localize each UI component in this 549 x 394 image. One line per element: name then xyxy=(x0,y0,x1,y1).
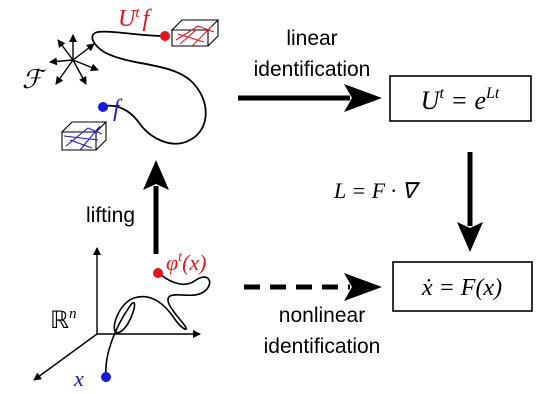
x-point xyxy=(101,372,111,382)
lifting-arrow xyxy=(143,160,169,254)
koopman-equation: Ut = eLt xyxy=(421,85,500,115)
nonlinear-identification-arrow xyxy=(244,273,382,301)
state-trajectory xyxy=(105,273,211,377)
lifting-label: lifting xyxy=(86,204,135,227)
dynamics-box xyxy=(392,261,533,312)
cube-icon-top xyxy=(170,19,220,47)
Utf-point xyxy=(160,31,170,41)
x-label: x xyxy=(73,366,84,391)
f-point xyxy=(98,102,108,112)
generator-equation: L = F · ∇ xyxy=(333,178,421,203)
generator-arrow xyxy=(457,152,483,252)
koopman-operator-box xyxy=(389,75,532,122)
phi-label: φt(x) xyxy=(166,250,206,275)
function-space-trajectory xyxy=(91,30,207,145)
phi-point xyxy=(153,268,163,278)
function-space-label: ℱ xyxy=(22,65,47,94)
dynamics-equation: ẋ = F(x) xyxy=(421,275,502,301)
Rn-label: ℝn xyxy=(50,306,77,334)
linear-identification-arrow xyxy=(238,84,382,112)
function-space-star-icon xyxy=(49,34,99,85)
cube-icon-bottom xyxy=(60,121,108,151)
f-label: f xyxy=(113,96,123,122)
